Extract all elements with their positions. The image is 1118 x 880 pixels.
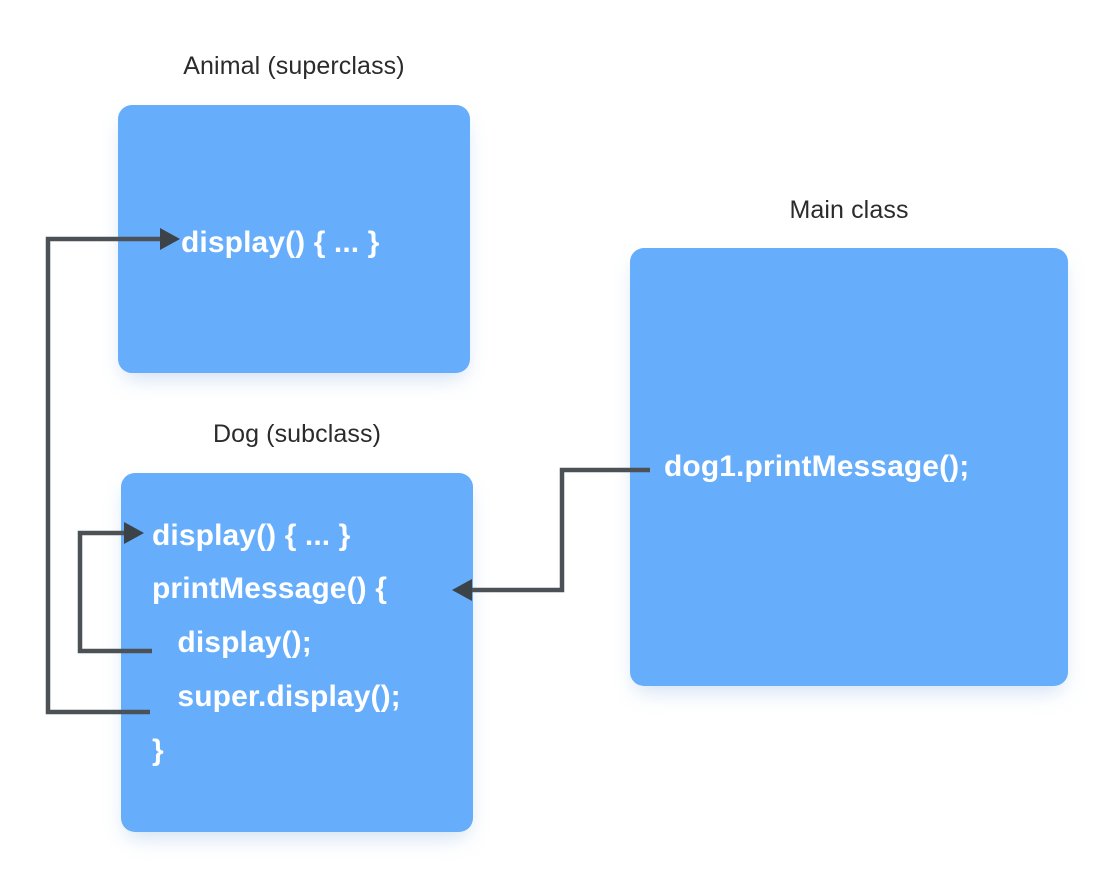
main-code-block: dog1.printMessage(); bbox=[630, 452, 1068, 482]
main-code-line-printmessage-call: dog1.printMessage(); bbox=[664, 450, 970, 483]
animal-class-group: Animal (superclass) display() { ... } bbox=[118, 52, 470, 377]
animal-code-line-display: display() { ... } bbox=[181, 226, 380, 259]
dog-class-group: Dog (subclass) display() { ... } printMe… bbox=[121, 420, 473, 835]
dog-code-line-close-brace: } bbox=[152, 734, 164, 767]
dog-class-caption: Dog (subclass) bbox=[212, 420, 382, 448]
animal-code-block: display() { ... } bbox=[118, 228, 470, 258]
dog-code-line-display-override: display() { ... } bbox=[152, 519, 351, 552]
animal-class-caption: Animal (superclass) bbox=[183, 52, 405, 80]
dog-code-block: display() { ... } printMessage() { displ… bbox=[121, 521, 473, 766]
dog-code-line-super-display-call: super.display(); bbox=[169, 680, 401, 713]
dog-code-line-printmessage-open: printMessage() { bbox=[152, 572, 387, 605]
dog-class-box bbox=[121, 473, 473, 832]
dog-code-line-display-call: display(); bbox=[169, 626, 312, 659]
main-class-box bbox=[630, 248, 1068, 686]
connector-main-call-to-dog-printmessage bbox=[452, 467, 650, 601]
main-class-caption: Main class bbox=[789, 196, 909, 224]
connector-line-main-call bbox=[470, 467, 650, 593]
main-class-group: Main class dog1.printMessage(); bbox=[630, 196, 1068, 686]
